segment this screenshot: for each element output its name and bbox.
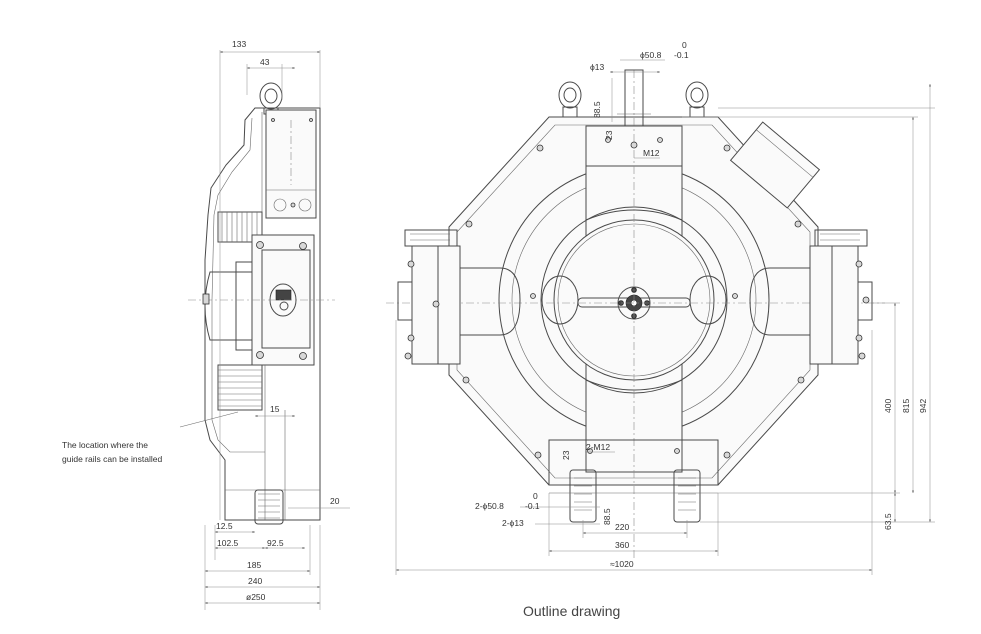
dim-tol-top-lower: -0.1: [674, 50, 689, 60]
front-lifting-eye-right-icon: [685, 81, 709, 118]
dim-88-5-bottom: 88.5: [602, 508, 612, 525]
dim-400: 400: [883, 399, 893, 413]
encoder-box: [729, 121, 821, 209]
side-cooling-fins-top: [217, 211, 263, 243]
dim-phi13-top: ϕ13: [590, 62, 604, 72]
dim-phi50-bottom: 2-ϕ50.8: [475, 501, 504, 511]
dim-m12-bottom: 2-M12: [586, 442, 610, 452]
dim-43: 43: [260, 57, 270, 67]
right-brake-assembly: [809, 229, 873, 365]
dim-942: 942: [918, 399, 928, 413]
dim-12-5: 12.5: [216, 521, 233, 531]
dim-815: 815: [901, 399, 911, 413]
dim-102-5: 102.5: [217, 538, 239, 548]
dim-23-bottom: 23: [561, 450, 571, 460]
dim-88-5-top: 88.5: [592, 101, 602, 118]
guide-rail-note-line-2: guide rails can be installed: [62, 454, 162, 464]
dim-m12-top: M12: [643, 148, 660, 158]
dim-23-top: 23: [604, 130, 614, 140]
dim-phi13-bottom: 2-ϕ13: [502, 518, 524, 528]
dim-tol-bottom-upper: 0: [533, 491, 538, 501]
dim-240: 240: [248, 576, 262, 586]
side-cooling-fins-bottom: [217, 364, 263, 411]
dim-15: 15: [270, 404, 280, 414]
dim-phi50-top: ϕ50.8: [640, 50, 662, 60]
front-dimensions: ϕ13 ϕ50.8 0 -0.1 88.5 23 M12 23 2-M12 2-…: [395, 40, 935, 575]
dim-360: 360: [615, 540, 629, 550]
front-lifting-eye-left-icon: [558, 81, 582, 118]
dim-63-5: 63.5: [883, 513, 893, 530]
dim-tol-bottom-lower: -0.1: [525, 501, 540, 511]
left-brake-assembly: [397, 229, 461, 365]
dim-220: 220: [615, 522, 629, 532]
side-dimensions: 133 43 15 20 12.5 102.5 92.5 185 240: [204, 39, 350, 610]
dim-tol-top-upper: 0: [682, 40, 687, 50]
front-view: ϕ13 ϕ50.8 0 -0.1 88.5 23 M12 23 2-M12 2-…: [386, 40, 935, 575]
dim-185: 185: [247, 560, 261, 570]
dim-20: 20: [330, 496, 340, 506]
drawing-caption: Outline drawing: [523, 603, 620, 619]
dim-133: 133: [232, 39, 246, 49]
dim-250: ø250: [246, 592, 266, 602]
top-mounting-stud: [624, 69, 644, 127]
side-view: 133 43 15 20 12.5 102.5 92.5 185 240: [62, 39, 350, 610]
dim-92-5: 92.5: [267, 538, 284, 548]
side-lifting-eye-icon: [259, 82, 283, 115]
guide-rail-note-line-1: The location where the: [62, 440, 148, 450]
dim-1020: ≈1020: [610, 559, 634, 569]
